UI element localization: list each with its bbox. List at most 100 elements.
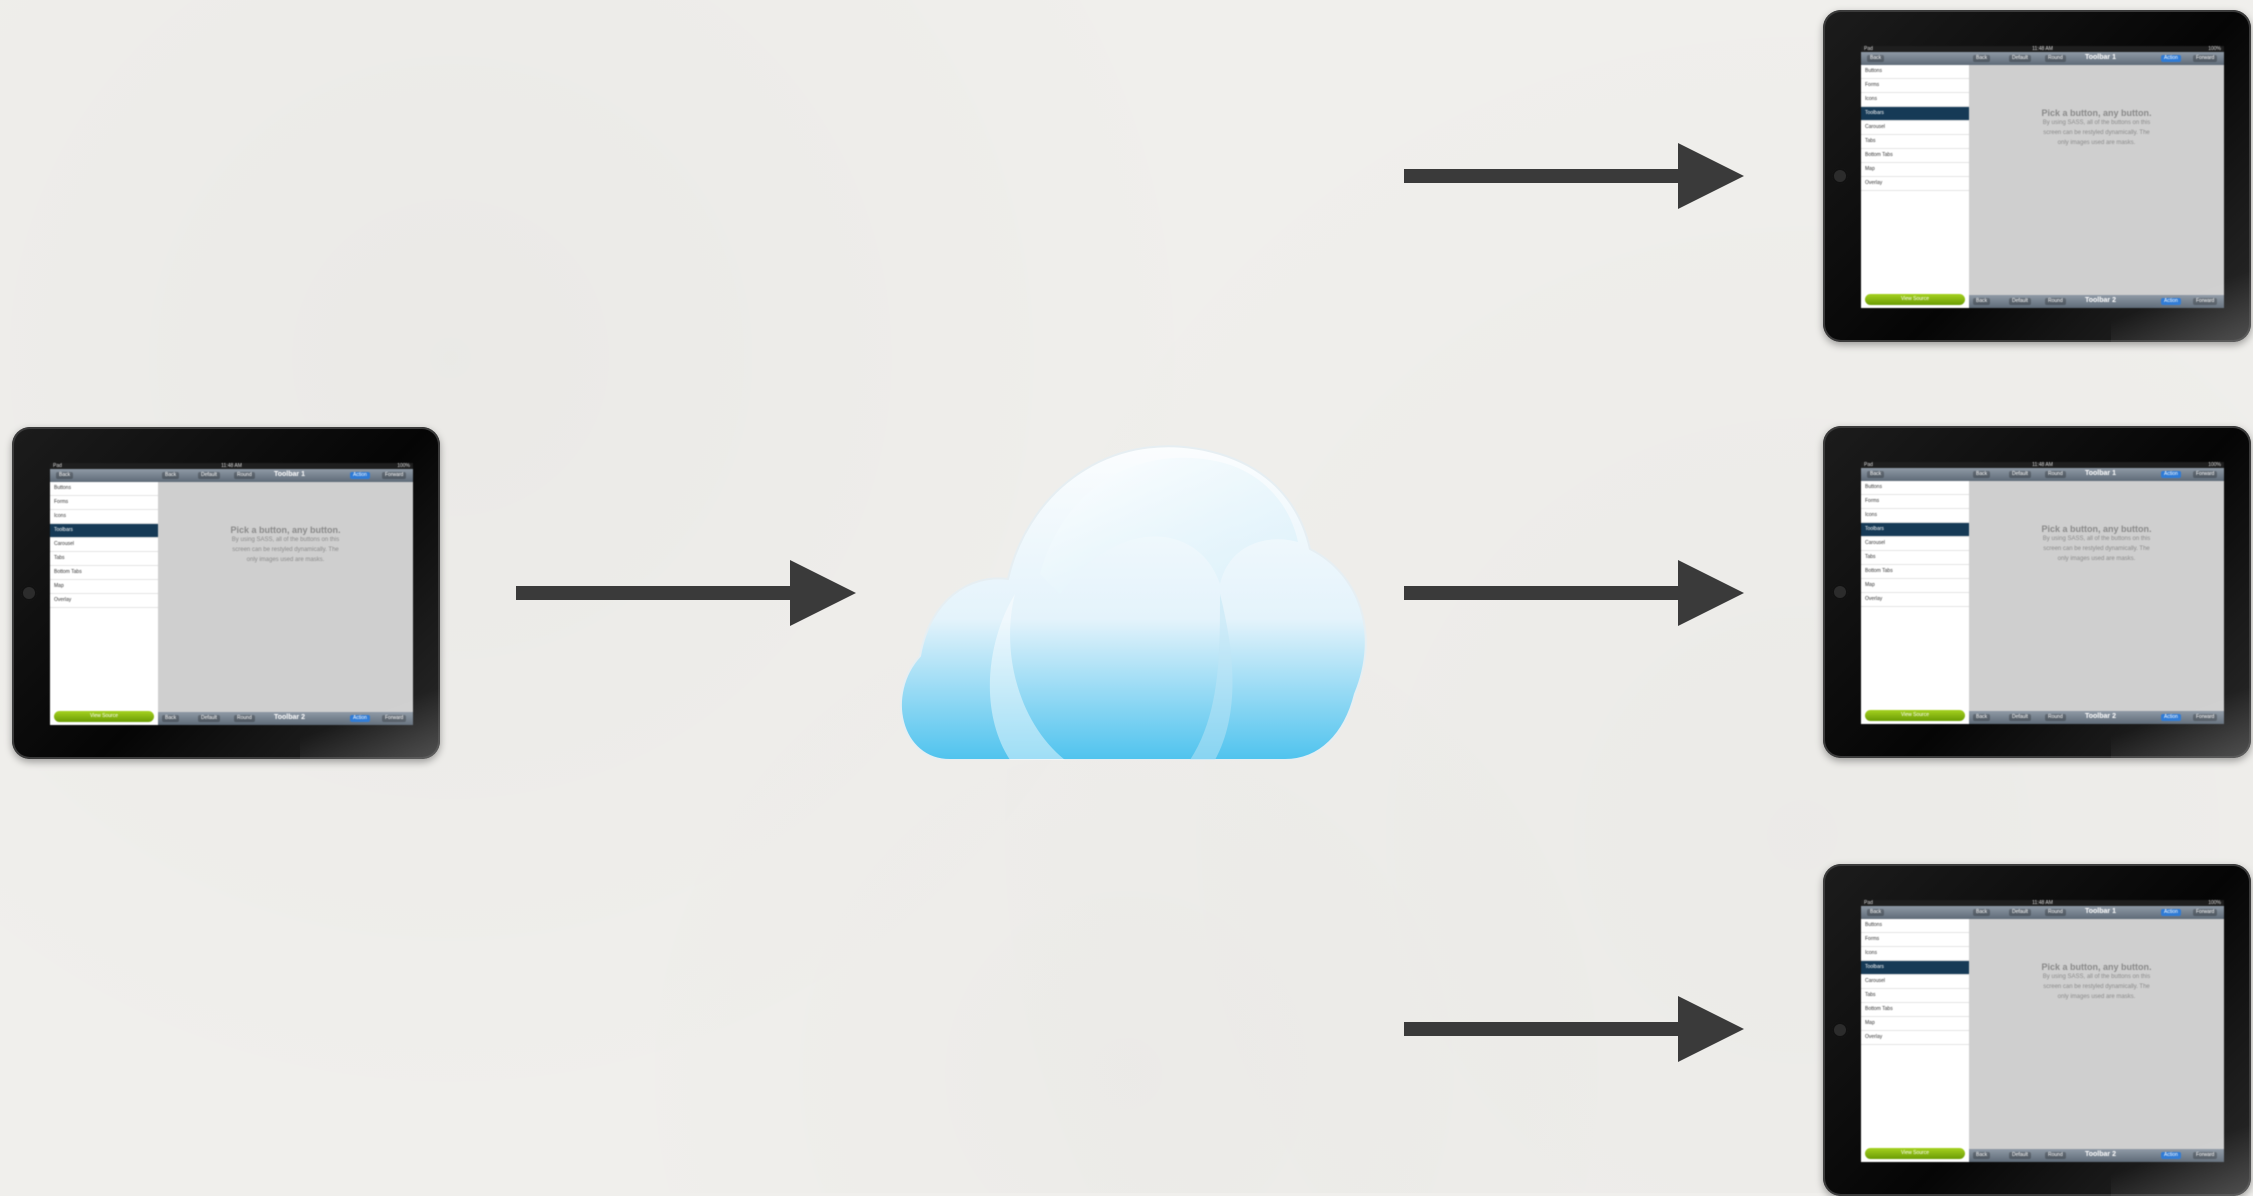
sidebar-item[interactable]: Tabs <box>50 552 158 566</box>
sidebar-item[interactable]: Overlay <box>1861 593 1969 607</box>
sidebar-item[interactable]: Bottom Tabs <box>1861 1003 1969 1017</box>
toolbar-button[interactable]: Action <box>350 715 370 722</box>
content-line: only images used are masks. <box>1973 554 2220 564</box>
toolbar-button[interactable]: Back <box>1973 1152 1990 1159</box>
back-button[interactable]: Back <box>56 472 73 479</box>
toolbar-button[interactable]: Default <box>2009 298 2031 305</box>
toolbar-button[interactable]: Round <box>2045 909 2066 916</box>
sidebar-item[interactable]: Carousel <box>1861 975 1969 989</box>
arrow-right-icon <box>1404 560 1744 626</box>
toolbar-button[interactable]: Default <box>2009 714 2031 721</box>
toolbar-button[interactable]: Forward <box>2193 909 2217 916</box>
toolbar-button[interactable]: Forward <box>382 715 406 722</box>
top-toolbar: BackDefaultRoundToolbar 1ActionForwardBa… <box>1861 468 2224 481</box>
toolbar-button[interactable]: Action <box>350 472 370 479</box>
sidebar-item[interactable]: Buttons <box>1861 919 1969 933</box>
toolbar-button[interactable]: Action <box>2161 909 2181 916</box>
toolbar-button[interactable]: Forward <box>2193 1152 2217 1159</box>
toolbar-button[interactable]: Back <box>1973 55 1990 62</box>
toolbar-title: Toolbar 2 <box>274 714 305 721</box>
sidebar-item[interactable]: Carousel <box>1861 537 1969 551</box>
top-toolbar: Back Default Round Toolbar 1 Action Forward Ba… <box>1861 52 2224 65</box>
sidebar-item[interactable]: Map <box>1861 579 1969 593</box>
back-button[interactable]: Back <box>1867 471 1884 478</box>
sidebar-item[interactable]: Buttons <box>50 482 158 496</box>
toolbar-button[interactable]: Default <box>2009 471 2031 478</box>
toolbar-button[interactable]: Action <box>2161 471 2181 478</box>
arrow-right-icon <box>1404 143 1744 209</box>
toolbar-title: Toolbar 1 <box>2085 54 2116 61</box>
toolbar-button[interactable]: Back <box>1973 714 1990 721</box>
sidebar-item[interactable]: Carousel <box>1861 121 1969 135</box>
toolbar-button[interactable]: Round <box>234 472 255 479</box>
sidebar-item[interactable]: Map <box>1861 1017 1969 1031</box>
sidebar-item[interactable]: Overlay <box>1861 177 1969 191</box>
back-button[interactable]: Back <box>1867 55 1884 62</box>
ipad-screen: Pad11:48 AM100%BackDefaultRoundToolbar 1… <box>1861 900 2224 1162</box>
toolbar-button[interactable]: Default <box>2009 55 2031 62</box>
sidebar-item[interactable]: Toolbars <box>1861 107 1969 121</box>
sidebar-item[interactable]: Toolbars <box>50 524 158 538</box>
toolbar-button[interactable]: Back <box>162 472 179 479</box>
toolbar-button[interactable]: Forward <box>382 472 406 479</box>
toolbar-button[interactable]: Default <box>198 472 220 479</box>
toolbar-button[interactable]: Back <box>162 715 179 722</box>
toolbar-button[interactable]: Back <box>1973 471 1990 478</box>
sidebar-item[interactable]: Icons <box>1861 509 1969 523</box>
sidebar-item[interactable]: Bottom Tabs <box>1861 565 1969 579</box>
sidebar-item[interactable]: Toolbars <box>1861 523 1969 537</box>
toolbar-button[interactable]: Action <box>2161 714 2181 721</box>
sidebar-item[interactable]: Map <box>1861 163 1969 177</box>
toolbar-button[interactable]: Forward <box>2193 298 2217 305</box>
sidebar-item[interactable]: Forms <box>1861 79 1969 93</box>
toolbar-button[interactable]: Default <box>198 715 220 722</box>
sidebar-item[interactable]: Tabs <box>1861 989 1969 1003</box>
view-source-button[interactable]: View Source <box>1865 710 1965 721</box>
toolbar-button[interactable]: Back <box>1973 298 1990 305</box>
sidebar-item[interactable]: Carousel <box>50 538 158 552</box>
sidebar-item[interactable]: Buttons <box>1861 65 1969 79</box>
sidebar-item[interactable]: Tabs <box>1861 135 1969 149</box>
sidebar-item[interactable]: Map <box>50 580 158 594</box>
toolbar-button[interactable]: Action <box>2161 1152 2181 1159</box>
content-text: Pick a button, any button.By using SASS,… <box>1973 108 2220 148</box>
toolbar-button[interactable]: Round <box>2045 714 2066 721</box>
sidebar-item[interactable]: Bottom Tabs <box>50 566 158 580</box>
view-source-button[interactable]: View Source <box>1865 1148 1965 1159</box>
view-source-button[interactable]: View Source <box>54 711 154 722</box>
toolbar-button[interactable]: Forward <box>2193 471 2217 478</box>
toolbar-button[interactable]: Action <box>2161 298 2181 305</box>
toolbar-button[interactable]: Round <box>2045 55 2066 62</box>
sidebar-item[interactable]: Overlay <box>1861 1031 1969 1045</box>
toolbar-button[interactable]: Default <box>2009 1152 2031 1159</box>
sidebar-item[interactable]: Toolbars <box>1861 961 1969 975</box>
toolbar-button[interactable]: Round <box>234 715 255 722</box>
toolbar-button[interactable]: Back <box>1973 909 1990 916</box>
sidebar-item[interactable]: Icons <box>50 510 158 524</box>
sidebar-item[interactable]: Buttons <box>1861 481 1969 495</box>
sidebar-item[interactable]: Bottom Tabs <box>1861 149 1969 163</box>
sidebar-item[interactable]: Icons <box>1861 947 1969 961</box>
sidebar-item[interactable]: Overlay <box>50 594 158 608</box>
toolbar-button[interactable]: Round <box>2045 298 2066 305</box>
toolbar-title: Toolbar 1 <box>274 471 305 478</box>
sidebar-item[interactable]: Forms <box>1861 495 1969 509</box>
toolbar-button[interactable]: Forward <box>2193 714 2217 721</box>
toolbar-button[interactable]: Action <box>2161 55 2181 62</box>
view-source-button[interactable]: View Source <box>1865 294 1965 305</box>
sidebar-item[interactable]: Forms <box>50 496 158 510</box>
sidebar-item[interactable]: Tabs <box>1861 551 1969 565</box>
sidebar-item[interactable]: Icons <box>1861 93 1969 107</box>
ipad-screen: Pad11:48 AM100%BackDefaultRoundToolbar 1… <box>1861 462 2224 724</box>
content-line: screen can be restyled dynamically. The <box>1973 982 2220 992</box>
toolbar-button[interactable]: Default <box>2009 909 2031 916</box>
toolbar-button[interactable]: Round <box>2045 1152 2066 1159</box>
sidebar-item[interactable]: Forms <box>1861 933 1969 947</box>
back-button[interactable]: Back <box>1867 909 1884 916</box>
toolbar-button[interactable]: Forward <box>2193 55 2217 62</box>
toolbar-button[interactable]: Round <box>2045 471 2066 478</box>
target-ipad-middle: Pad11:48 AM100%BackDefaultRoundToolbar 1… <box>1823 426 2251 758</box>
content-text: Pick a button, any button.By using SASS,… <box>1973 524 2220 564</box>
